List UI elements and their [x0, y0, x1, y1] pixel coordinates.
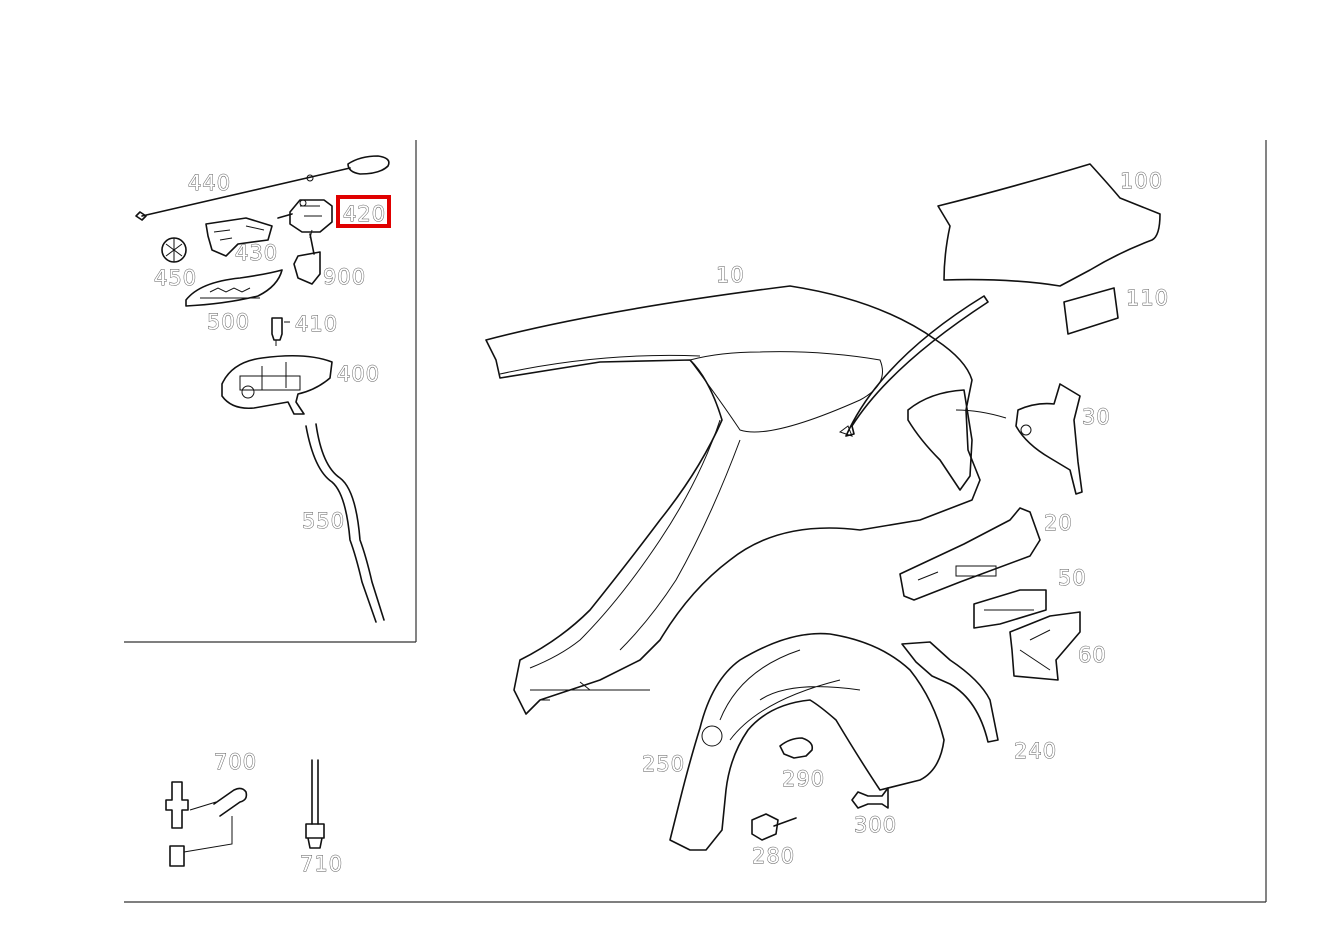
part-240-liner[interactable]	[901, 641, 999, 743]
part-290-clip[interactable]	[779, 737, 814, 759]
label-100[interactable]: 100	[1120, 169, 1163, 194]
part-50-reinforcement[interactable]	[973, 589, 1047, 629]
label-250[interactable]: 250	[642, 752, 685, 777]
part-450-cap[interactable]	[161, 237, 187, 263]
label-900[interactable]: 900	[323, 265, 366, 290]
label-290[interactable]: 290	[782, 767, 825, 792]
label-60[interactable]: 60	[1078, 643, 1107, 668]
part-10-side-panel[interactable]	[485, 285, 989, 715]
part-300-clip[interactable]	[851, 787, 889, 809]
label-240[interactable]: 240	[1014, 739, 1057, 764]
label-10[interactable]: 10	[716, 263, 745, 288]
part-550-hose[interactable]	[305, 423, 385, 623]
label-500[interactable]: 500	[207, 310, 250, 335]
part-250-wheelhouse-liner[interactable]	[669, 632, 945, 851]
label-440[interactable]: 440	[188, 171, 231, 196]
part-60-reinforcement[interactable]	[1009, 611, 1081, 681]
label-410[interactable]: 410	[295, 312, 338, 337]
part-900-pad[interactable]	[293, 233, 321, 285]
part-20-member[interactable]	[899, 507, 1041, 601]
part-420-actuator[interactable]	[277, 199, 333, 239]
label-700[interactable]: 700	[214, 750, 257, 775]
part-30-inner[interactable]	[907, 389, 1007, 491]
part-100-roof[interactable]	[937, 163, 1161, 287]
highlight-box-420	[336, 195, 391, 228]
diagram-frames	[124, 140, 1267, 903]
part-710-bolt[interactable]	[305, 759, 325, 849]
part-400-housing[interactable]	[221, 354, 333, 415]
part-500-seal[interactable]	[185, 269, 283, 307]
label-400[interactable]: 400	[337, 362, 380, 387]
label-710[interactable]: 710	[300, 852, 343, 877]
part-110-plate[interactable]	[1063, 287, 1119, 335]
part-440-cable[interactable]	[135, 155, 390, 221]
label-550[interactable]: 550	[302, 509, 345, 534]
label-20[interactable]: 20	[1044, 511, 1073, 536]
label-110[interactable]: 110	[1126, 286, 1169, 311]
part-labels: 440 420 430 450 900 500 410 400 550 700 …	[154, 169, 1169, 877]
part-700-stud[interactable]	[165, 781, 248, 867]
part-30-bracket[interactable]	[1015, 383, 1083, 495]
label-450[interactable]: 450	[154, 266, 197, 291]
part-280-screw[interactable]	[751, 813, 797, 841]
label-430[interactable]: 430	[235, 241, 278, 266]
part-430-bracket[interactable]	[205, 217, 273, 257]
label-420[interactable]: 420	[343, 202, 386, 227]
label-50[interactable]: 50	[1058, 566, 1087, 591]
part-410-bulb[interactable]	[271, 317, 290, 346]
label-280[interactable]: 280	[752, 844, 795, 869]
label-300[interactable]: 300	[854, 813, 897, 838]
label-30[interactable]: 30	[1082, 405, 1111, 430]
